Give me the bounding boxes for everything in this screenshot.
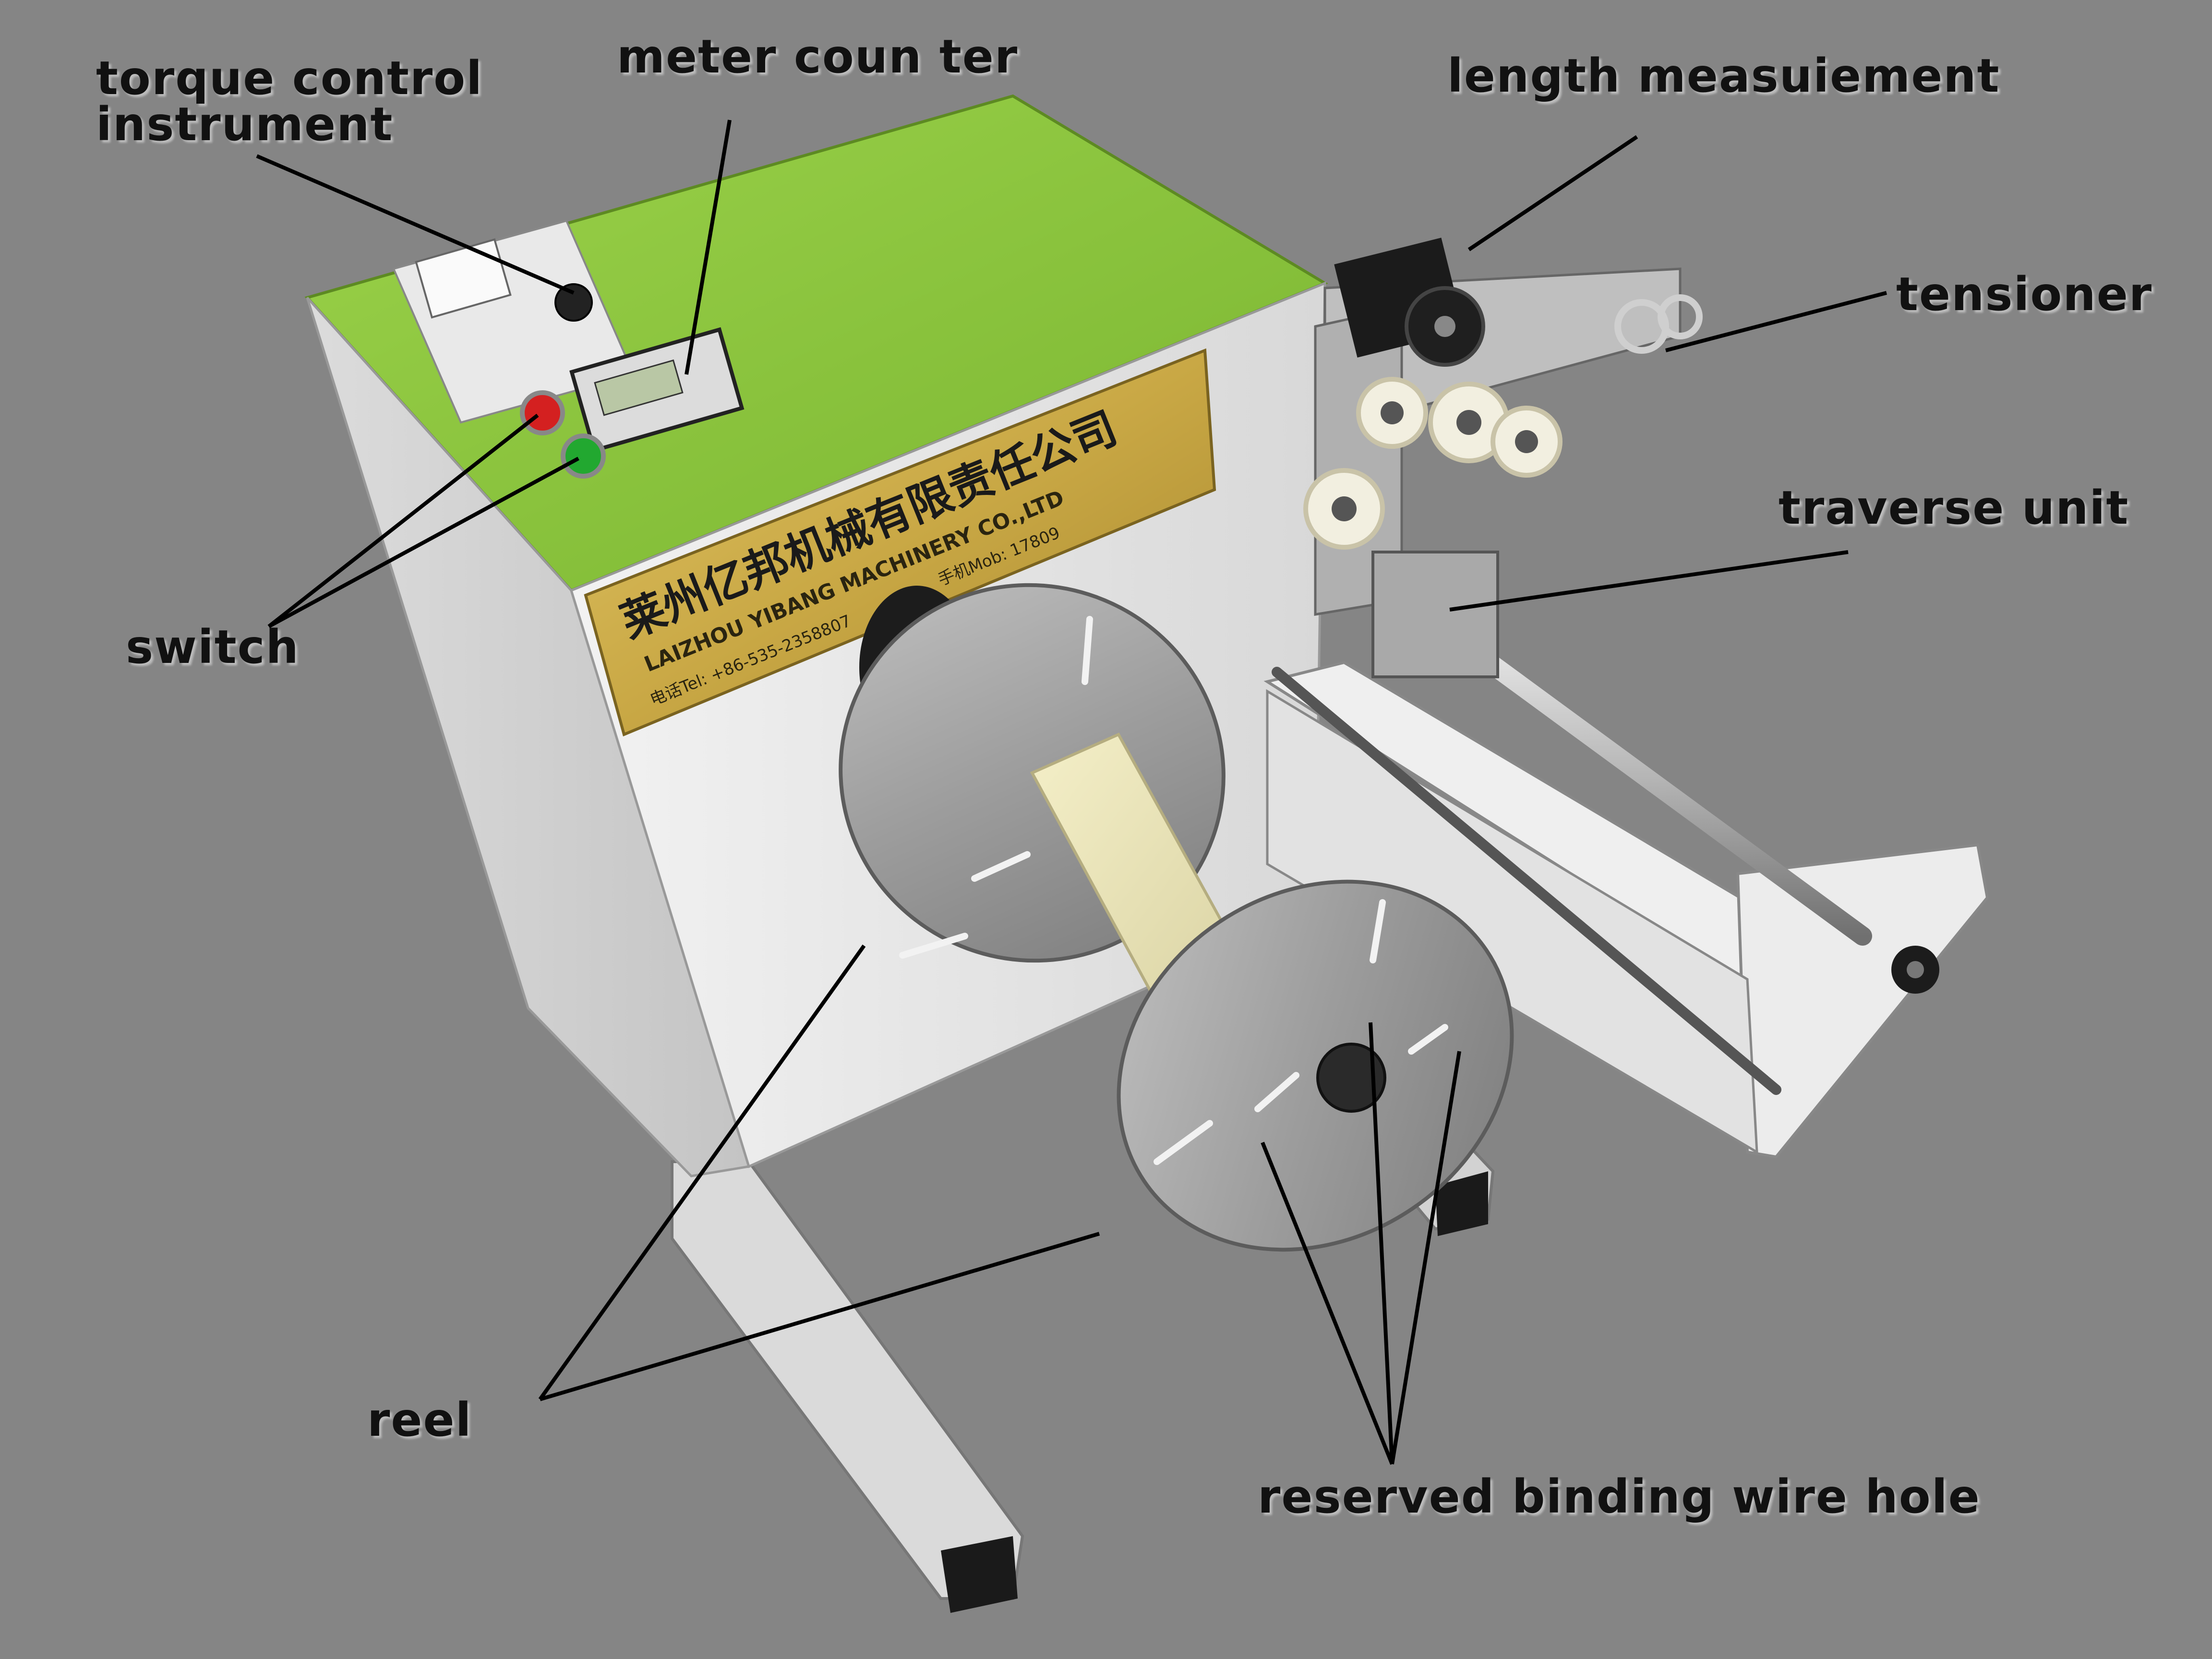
red-switch-button[interactable] [520,390,565,435]
leader-lines [256,120,1887,1465]
label-length-measurement: length measuiement [1447,49,2000,103]
leader-reel-front [539,1232,1100,1401]
tensioner-unit [1614,294,1703,354]
label-torque-line1: torque control [96,51,483,105]
leader-hole-1 [1261,1142,1394,1465]
guide-rollers [1303,377,1563,550]
label-switch: switch [126,620,300,674]
label-traverse-unit: traverse unit [1779,481,2129,535]
leader-switch-red [267,413,539,628]
reel-nut [1316,1043,1386,1113]
leader-meter [685,120,732,375]
reel [839,583,1514,1252]
label-reserved-binding-wire-hole: reserved binding wire hole [1258,1470,1981,1524]
label-torque-control-instrument: torque control instrument [96,55,483,147]
binding-wire-holes [899,616,1448,1165]
leader-hole-2 [1369,1022,1394,1465]
length-measurement-unit [1334,238,1485,367]
leader-torque [256,154,575,295]
leader-length [1467,135,1638,252]
side-mechanism [1303,238,1703,616]
leader-tensioner [1665,291,1887,352]
control-panel [392,219,745,479]
label-tensioner: tensioner [1896,267,2153,321]
meter-counter-display [569,327,745,453]
green-switch-button[interactable] [561,433,606,479]
leader-hole-3 [1390,1051,1461,1465]
leader-traverse [1449,550,1849,612]
label-reel: reel [367,1393,472,1447]
label-meter-counter: meter coun ter [617,30,1019,84]
reel-flange-front [1117,879,1514,1252]
leader-switch-green [268,457,579,628]
torque-knob[interactable] [554,283,593,322]
traverse-unit [1263,551,1989,1159]
leader-reel-back [538,944,866,1401]
torque-gauge [415,238,512,319]
label-torque-line2: instrument [96,97,394,151]
